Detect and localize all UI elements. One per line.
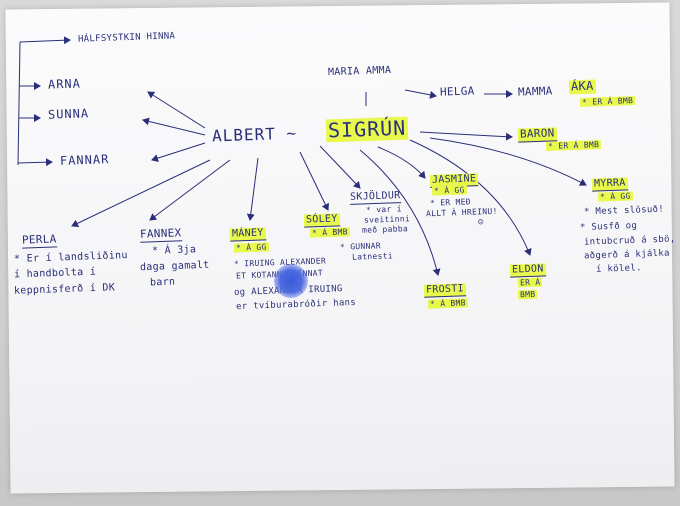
arrow-to-jasmine (377, 146, 426, 179)
arrow-albert-arna (147, 91, 206, 129)
note-frosti: * Á BMB (427, 298, 468, 309)
note-gunnar-0: * GUNNAR (339, 241, 382, 252)
label-maney: MÁNEY (229, 227, 266, 242)
note-myrra-0: * Á GG (597, 191, 633, 202)
note-jasmine-0: * Á GG (431, 185, 467, 196)
arrow-albert-sunna (142, 117, 206, 136)
label-helga: HELGA (439, 84, 475, 99)
label-soley: SÓLEY (303, 213, 340, 228)
note-fannex-0: * Á 3ja (151, 244, 197, 257)
note-maney-0: * Á GG (233, 242, 269, 253)
arrow-to-soley (299, 151, 329, 211)
label-fannex: FANNEX (139, 226, 182, 243)
label-arna: ARNA (47, 76, 82, 92)
label-aka: ÁKA (568, 79, 596, 95)
arrow-to-skjoldur (319, 145, 361, 189)
arrow-to-frosti (359, 149, 441, 276)
label-sigrun: SIGRÚN (325, 115, 409, 143)
note-jasmine-1: * ER MEÐ (429, 197, 472, 208)
note-fannex-1: daga gamalt (139, 259, 210, 274)
bracket-to-fannar (17, 158, 53, 167)
note-aka: * ER Á BMB (579, 96, 636, 108)
label-maria-amma: MARIA AMMA (327, 64, 392, 79)
ink-blot (274, 264, 308, 298)
label-frosti: FROSTI (423, 283, 467, 298)
note-soley: * Á BMB (309, 227, 350, 238)
note-myrra-2: * Susfð og (579, 221, 638, 233)
note-jasmine-3: ☺ (477, 217, 484, 229)
note-eldon-0: ER Á (517, 277, 543, 288)
note-skjoldur-0: * var í (365, 204, 402, 215)
note-gunnar-1: Latnesti (351, 251, 394, 262)
label-perla: PERLA (21, 232, 57, 249)
label-myrra: MYRRA (591, 177, 628, 192)
label-albert: ALBERT ~ (211, 123, 298, 146)
arrow-albert-fannar (151, 142, 206, 162)
arrow-sigrun-helga (404, 89, 437, 99)
label-eldon: ELDON (509, 263, 546, 278)
arrow-to-baron (419, 131, 513, 141)
arrow-to-maney (246, 157, 259, 221)
label-fannar: FANNAR (59, 152, 110, 168)
arrow-to-fannex (149, 159, 231, 221)
note-baron: * ER Á BMB (545, 140, 602, 152)
bracket-vertical (17, 41, 21, 166)
arrow-to-perla (71, 159, 211, 228)
bracket-to-halfsystkin (19, 36, 71, 45)
label-mamma: MAMMA (517, 84, 553, 99)
label-baron: BARON (517, 126, 557, 143)
arrow-to-myrra (429, 137, 587, 186)
label-sunna: SUNNA (47, 106, 90, 122)
arrow-to-eldon (409, 139, 532, 256)
note-eldon-1: BMB (517, 289, 538, 300)
note-fannex-2: barn (149, 276, 176, 289)
note-myrra-5: í kölel. (595, 263, 642, 275)
note-skjoldur-2: með pabba (361, 224, 409, 235)
label-skjoldur: SKJÖLDUR (349, 190, 401, 205)
